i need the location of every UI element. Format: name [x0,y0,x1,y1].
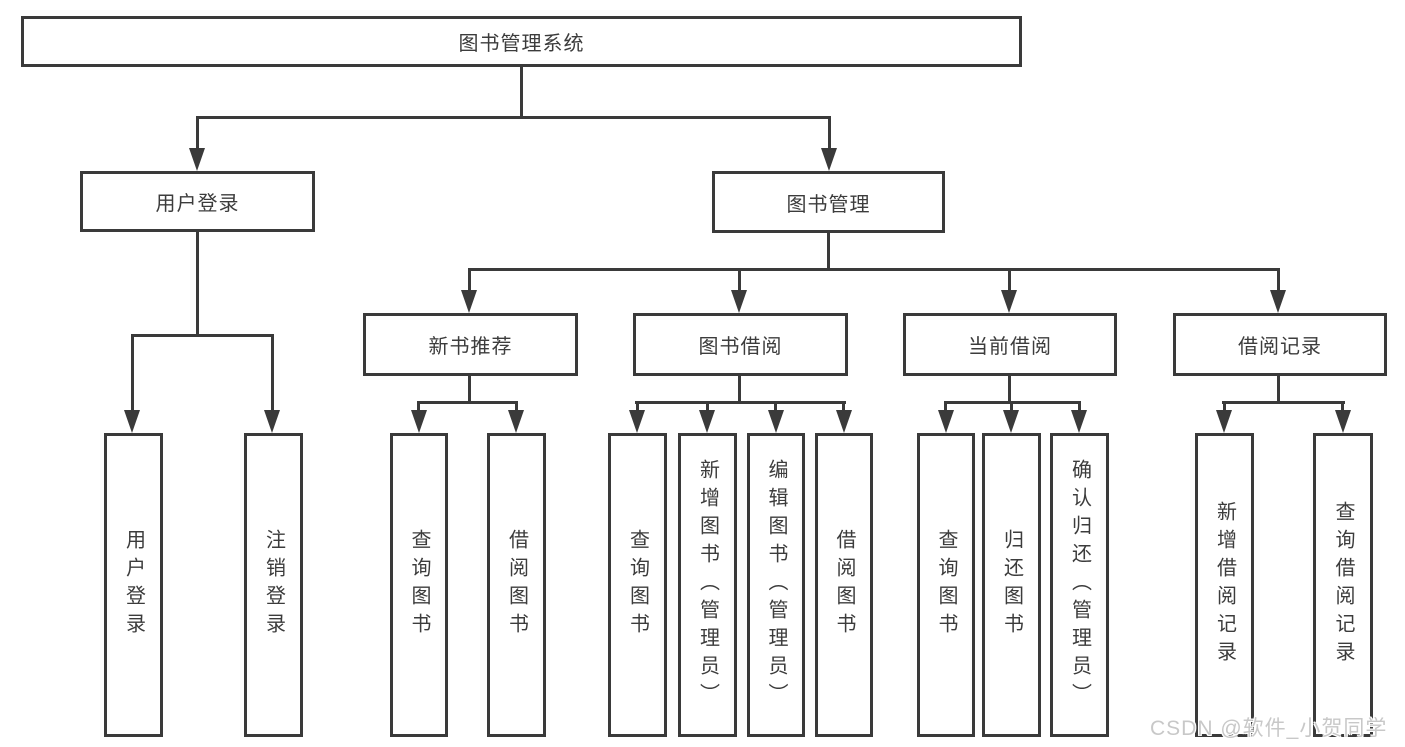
node-current-borrowing: 当前借阅 [903,313,1117,376]
leaf-edit-books-admin: 编辑图书（管理员） [747,433,805,737]
arrowhead-icon [938,410,954,433]
arrowhead-icon [629,410,645,433]
leaf-borrow-books-borrowing: 借阅图书 [815,433,873,737]
connector-line [1010,401,1013,413]
arrowhead-icon [1071,410,1087,433]
connector-line [196,116,199,153]
connector-line [196,116,831,119]
csdn-watermark: CSDN @软件_小贺同学 [1150,717,1388,740]
arrowhead-icon [1001,290,1017,313]
arrowhead-icon [731,290,747,313]
arrowhead-icon [836,410,852,433]
leaf-borrow-books-recommend: 借阅图书 [487,433,546,737]
node-book-management: 图书管理 [712,171,945,233]
connector-line [515,401,518,413]
arrowhead-icon [508,410,524,433]
connector-line [468,376,471,404]
connector-line [417,401,518,404]
leaf-add-borrow-record: 新增借阅记录 [1195,433,1254,737]
connector-line [635,401,846,404]
connector-line [131,334,274,337]
arrowhead-icon [461,290,477,313]
node-new-book-recommendation: 新书推荐 [363,313,578,376]
connector-line [468,268,1280,271]
connector-line [1008,268,1011,296]
connector-line [520,67,523,119]
leaf-add-books-admin: 新增图书（管理员） [678,433,737,737]
connector-line [1277,376,1280,404]
arrowhead-icon [1270,290,1286,313]
connector-line [1341,401,1344,413]
arrowhead-icon [264,410,280,433]
arrowhead-icon [1216,410,1232,433]
connector-line [468,268,471,296]
leaf-query-books-recommend: 查询图书 [390,433,448,737]
connector-line [636,401,639,413]
arrowhead-icon [1003,410,1019,433]
arrowhead-icon [189,148,205,171]
connector-line [196,232,199,337]
connector-line [842,401,845,413]
connector-line [1222,401,1345,404]
leaf-user-login: 用户登录 [104,433,163,737]
connector-line [1223,401,1226,413]
leaf-query-borrow-record: 查询借阅记录 [1313,433,1373,737]
connector-line [827,233,830,271]
node-book-borrowing: 图书借阅 [633,313,848,376]
connector-line [706,401,709,413]
leaf-confirm-return-admin: 确认归还（管理员） [1050,433,1109,737]
arrowhead-icon [411,410,427,433]
connector-line [774,401,777,413]
connector-line [417,401,420,413]
connector-line [1277,268,1280,296]
leaf-logout: 注销登录 [244,433,303,737]
connector-line [738,268,741,296]
arrowhead-icon [1335,410,1351,433]
leaf-query-books-current: 查询图书 [917,433,975,737]
node-user-login: 用户登录 [80,171,315,232]
connector-line [944,401,947,413]
arrowhead-icon [124,410,140,433]
arrowhead-icon [768,410,784,433]
arrowhead-icon [699,410,715,433]
connector-line [131,334,134,414]
leaf-return-books: 归还图书 [982,433,1041,737]
connector-line [271,334,274,414]
connector-line [1078,401,1081,413]
arrowhead-icon [821,148,837,171]
node-borrowing-records: 借阅记录 [1173,313,1387,376]
leaf-query-books-borrowing: 查询图书 [608,433,667,737]
connector-line [738,376,741,404]
connector-line [828,116,831,153]
node-library-management-system: 图书管理系统 [21,16,1022,67]
connector-line [1008,376,1011,404]
